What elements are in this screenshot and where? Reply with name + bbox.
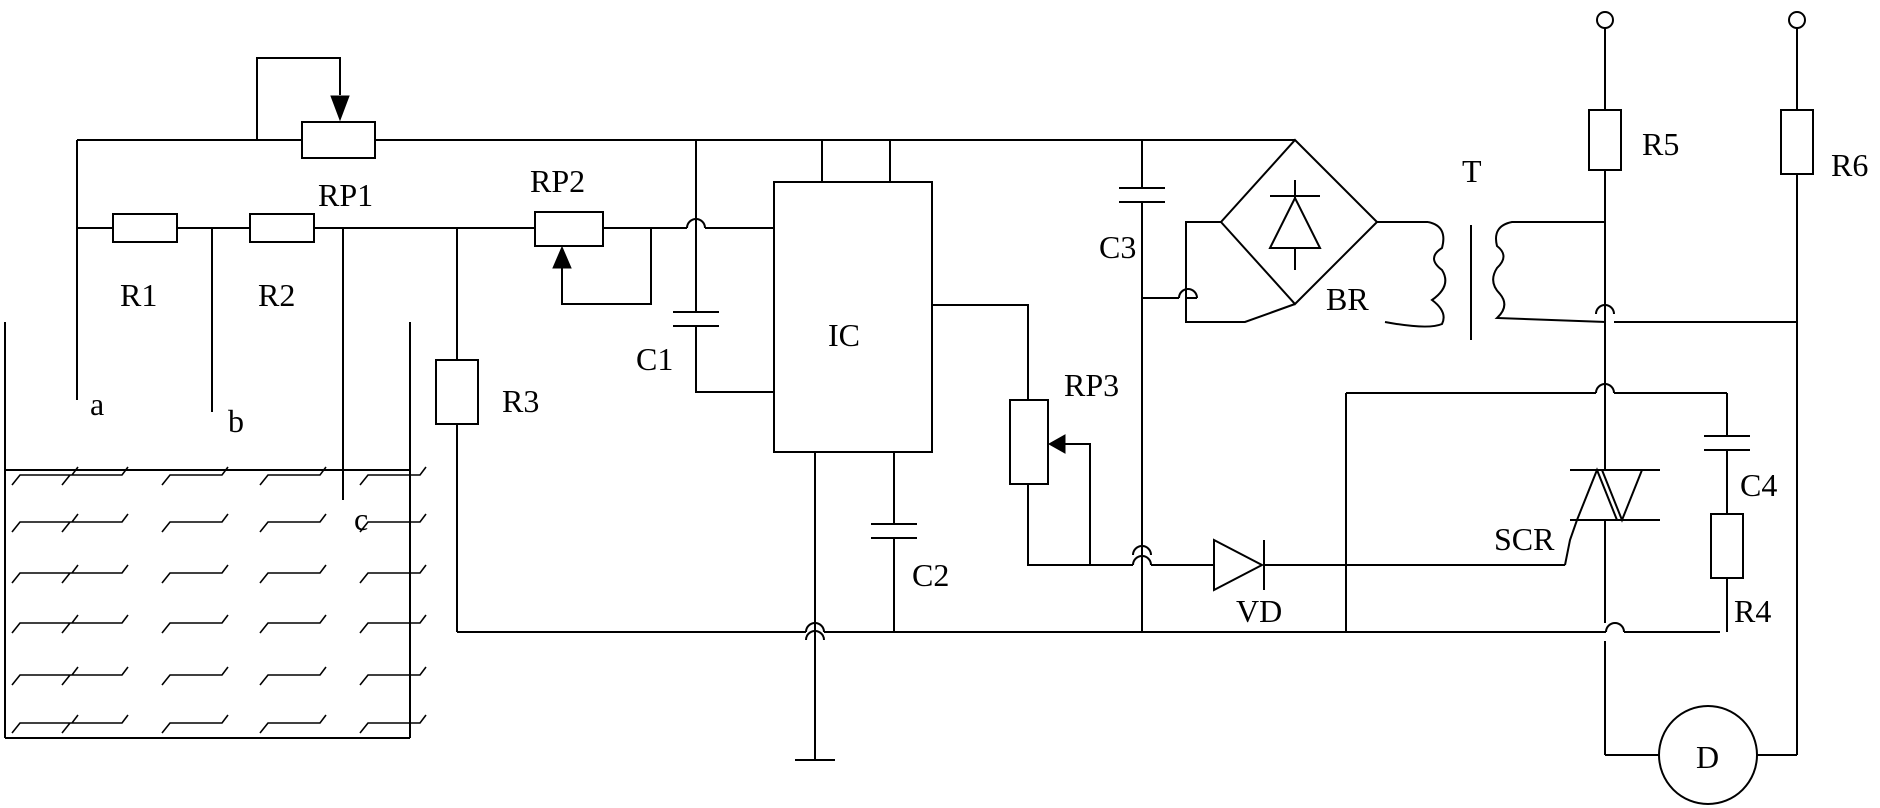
label-r4: R4 — [1734, 593, 1771, 629]
br-bridge-rectifier — [1142, 138, 1428, 323]
label-a: a — [90, 386, 104, 422]
r6-resistor — [1780, 109, 1814, 175]
probes — [76, 140, 344, 500]
water-surface-hatching — [11, 466, 427, 734]
r4-resistor — [1710, 513, 1744, 579]
label-ic: IC — [828, 317, 860, 353]
label-t: T — [1462, 153, 1482, 189]
ic-block — [773, 140, 1029, 761]
label-b: b — [228, 403, 244, 439]
second-rail — [77, 211, 774, 305]
r3-branch — [435, 228, 479, 632]
top-rail — [77, 57, 1295, 159]
vd-diode — [1130, 538, 1565, 592]
label-c1: C1 — [636, 341, 673, 377]
labels: a b c RP1 RP2 RP3 R1 R2 R3 R4 R5 R6 C1 C… — [90, 126, 1868, 775]
r5-resistor — [1588, 109, 1622, 171]
label-c3: C3 — [1099, 229, 1136, 265]
c4-r4-snubber — [1345, 392, 1750, 632]
r5-branch — [1588, 11, 1660, 756]
d-motor — [1658, 705, 1758, 805]
water-tank — [4, 322, 427, 739]
label-d: D — [1696, 739, 1719, 775]
r1-resistor — [112, 213, 178, 243]
t-transformer — [1384, 221, 1607, 340]
rp1-potentiometer — [301, 121, 376, 159]
rp3-potentiometer — [1009, 399, 1130, 566]
label-r3: R3 — [502, 383, 539, 419]
bottom-bus — [457, 622, 1720, 633]
label-r6: R6 — [1831, 147, 1868, 183]
rp2-potentiometer — [534, 211, 604, 247]
scr-triac — [1564, 467, 1660, 566]
r6-branch — [1614, 11, 1814, 756]
r2-resistor — [249, 213, 315, 243]
c1-capacitor — [673, 140, 774, 393]
r3-resistor — [435, 359, 479, 425]
label-r5: R5 — [1642, 126, 1679, 162]
c3-capacitor — [1119, 140, 1165, 632]
label-c: c — [354, 501, 368, 537]
label-vd: VD — [1236, 593, 1282, 629]
label-r2: R2 — [258, 277, 295, 313]
label-r1: R1 — [120, 277, 157, 313]
label-c2: C2 — [912, 557, 949, 593]
label-br: BR — [1326, 281, 1369, 317]
c2-capacitor — [871, 452, 917, 632]
label-c4: C4 — [1740, 467, 1777, 503]
label-scr: SCR — [1494, 521, 1555, 557]
label-rp2: RP2 — [530, 163, 585, 199]
label-rp3: RP3 — [1064, 367, 1119, 403]
label-rp1: RP1 — [318, 177, 373, 213]
